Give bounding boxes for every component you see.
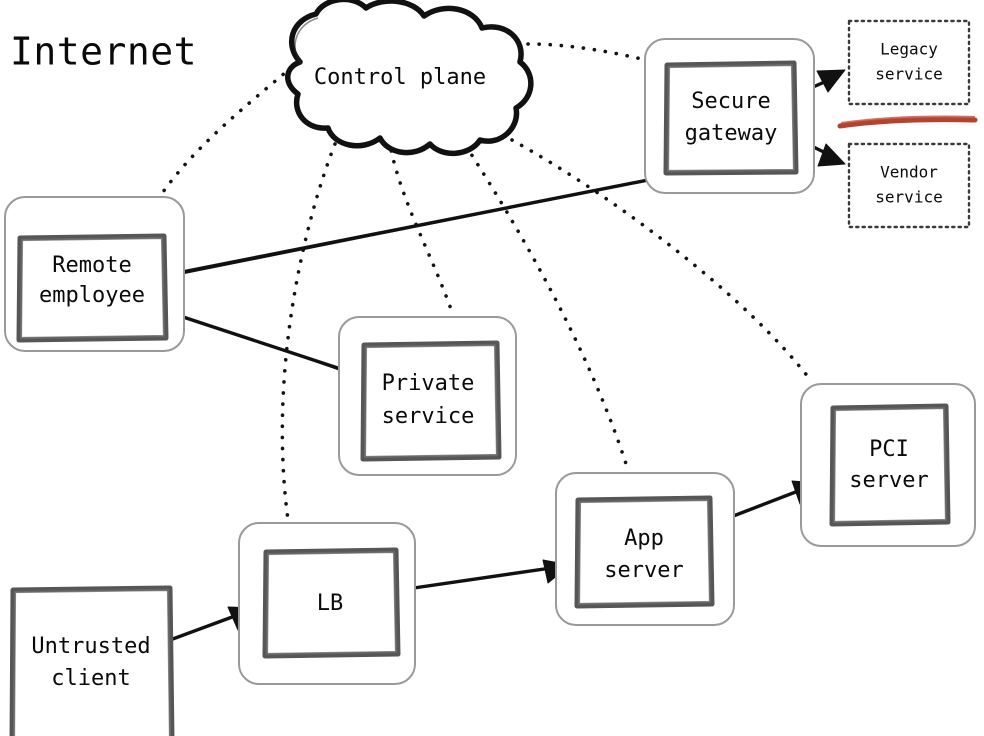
lb-inner-box-texture bbox=[265, 550, 398, 656]
vendor-service-label-line-2: service bbox=[875, 188, 942, 207]
edge-lb-to-app-server bbox=[399, 565, 559, 592]
private-service-label-line-2: service bbox=[382, 404, 475, 429]
node-remote-employee[interactable]: Remote employee bbox=[4, 196, 185, 352]
private-service-label-line-1: Private bbox=[382, 371, 475, 396]
remote-employee-inner-box-texture bbox=[19, 236, 166, 340]
node-vendor-service[interactable]: Vendor service bbox=[847, 142, 971, 229]
secure-gateway-inner-box bbox=[663, 60, 799, 176]
lb-label: LB bbox=[317, 591, 344, 616]
node-untrusted-client[interactable]: Untrusted client bbox=[9, 585, 175, 736]
page-title: Internet bbox=[10, 30, 197, 74]
untrusted-client-label-line-2: client bbox=[51, 666, 130, 691]
red-strike-annotation bbox=[837, 115, 978, 129]
node-legacy-service[interactable]: Legacy service bbox=[847, 19, 971, 106]
node-app-server[interactable]: App server bbox=[555, 472, 735, 626]
node-lb[interactable]: LB bbox=[238, 522, 416, 685]
edge-cloud-to-secure-gateway bbox=[526, 42, 648, 62]
control-plane-cloud[interactable]: Control plane bbox=[285, 0, 534, 157]
legacy-service-box bbox=[847, 19, 971, 106]
pci-server-label-line-1: PCI bbox=[869, 437, 909, 462]
edge-untrusted-client-to-lb bbox=[169, 611, 244, 642]
secure-gateway-label-line-1: Secure bbox=[691, 89, 770, 114]
untrusted-client-box bbox=[9, 585, 175, 736]
node-private-service[interactable]: Private service bbox=[338, 316, 517, 476]
app-server-inner-box bbox=[574, 495, 715, 609]
app-server-label-line-2: server bbox=[604, 558, 683, 583]
node-pci-server[interactable]: PCI server bbox=[800, 383, 976, 547]
edge-remote-employee-to-private-service-hair bbox=[177, 313, 363, 379]
edge-cloud-to-lb bbox=[280, 142, 337, 522]
secure-gateway-label-line-2: gateway bbox=[685, 121, 778, 146]
cloud-shape bbox=[285, 0, 534, 157]
pci-server-inner-box bbox=[829, 403, 951, 527]
arrowhead-legacy-service bbox=[816, 69, 846, 93]
pci-server-label-line-2: server bbox=[849, 468, 928, 493]
legacy-service-label-line-1: Legacy bbox=[880, 40, 938, 59]
remote-employee-label-line-2: employee bbox=[39, 283, 145, 308]
edge-cloud-to-pci-server bbox=[510, 138, 814, 384]
arrowhead-vendor-service bbox=[817, 143, 846, 167]
untrusted-client-label-line-1: Untrusted bbox=[31, 634, 150, 659]
secure-gateway-inner-box-texture bbox=[666, 63, 796, 173]
private-service-inner-box bbox=[360, 340, 502, 462]
edge-cloud-to-app-server bbox=[464, 144, 630, 472]
edge-cloud-to-remote-employee bbox=[161, 58, 302, 194]
pci-server-inner-box-texture bbox=[832, 406, 948, 524]
vendor-service-label-line-1: Vendor bbox=[880, 163, 938, 182]
untrusted-client-box-texture bbox=[12, 588, 172, 736]
red-strike-line bbox=[837, 117, 978, 129]
node-secure-gateway[interactable]: Secure gateway bbox=[644, 38, 815, 194]
private-service-inner-box-texture bbox=[363, 343, 499, 459]
remote-employee-label-line-1: Remote bbox=[52, 253, 131, 278]
remote-employee-inner-box bbox=[16, 233, 169, 343]
cloud-shape-highlight bbox=[294, 17, 319, 65]
app-server-inner-box-texture bbox=[577, 498, 712, 606]
app-server-label-line-1: App bbox=[624, 526, 664, 551]
vendor-service-box bbox=[847, 142, 971, 229]
legacy-service-label-line-2: service bbox=[875, 65, 942, 84]
red-strike-line-overlay bbox=[840, 115, 976, 125]
lb-inner-box bbox=[262, 547, 401, 659]
cloud-label: Control plane bbox=[314, 65, 486, 90]
